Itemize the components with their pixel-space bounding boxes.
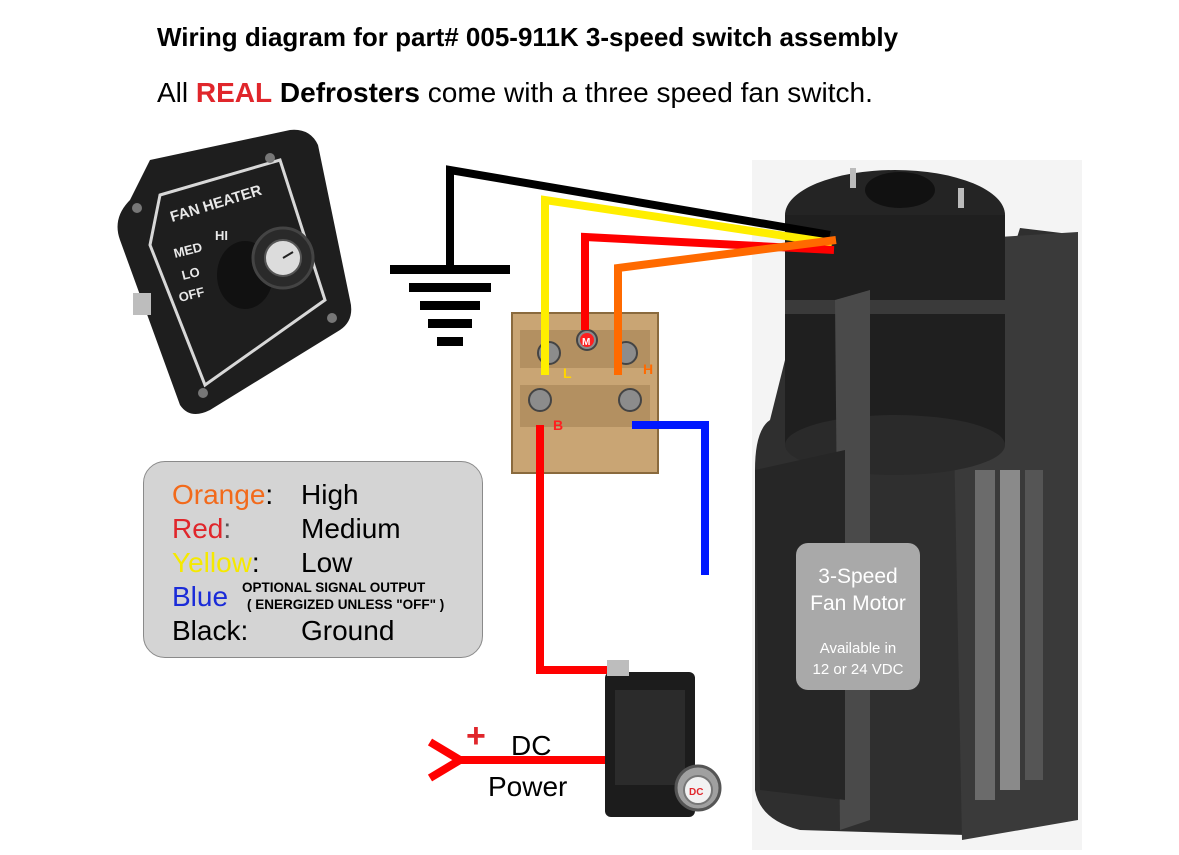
circuit-breaker: DC [605, 660, 722, 817]
terminal-screw-signal [618, 388, 642, 412]
breaker-label-area [615, 690, 685, 785]
wires [427, 165, 837, 782]
motor-label-line1: 3-Speed [818, 565, 898, 588]
motor-terminal [850, 168, 856, 188]
power-label: Power [488, 771, 568, 802]
breaker-button-label: DC [689, 787, 703, 798]
legend-red-name: Red: [172, 513, 231, 545]
yellow-low-wire [541, 195, 833, 375]
panel-screw-hole [132, 203, 142, 213]
blue-signal-wire [632, 421, 709, 575]
legend-red-name-text: Red [172, 513, 224, 544]
terminal-h-label: H [643, 361, 653, 377]
motor-label-line2: Fan Motor [810, 592, 906, 615]
diagram-subtitle: All REAL Defrosters come with a three sp… [157, 77, 873, 109]
panel-off-text: OFF [177, 284, 206, 305]
fan-switch-panel: FAN HEATER HI MED LO OFF [117, 129, 352, 414]
terminal-block: M L H B [511, 312, 659, 474]
motor-hub [865, 172, 935, 208]
ground-symbol [390, 265, 510, 346]
legend-yellow-name-text: Yellow [172, 547, 252, 578]
legend-black-meaning: Ground [301, 615, 395, 646]
legend-orange-sep: : [265, 479, 274, 510]
panel-screw-hole [265, 153, 275, 163]
legend-orange-name: Orange: [172, 479, 273, 511]
black-ground-wire [446, 165, 831, 265]
subtitle-highlight: REAL [195, 77, 273, 108]
blower-wheel-slot [975, 470, 995, 800]
motor-info-label: 3-Speed Fan Motor Available in 12 or 24 … [796, 543, 920, 690]
breaker-reset-button [683, 775, 713, 805]
ground-bar-5 [437, 337, 463, 346]
terminal-l-label: L [563, 365, 572, 381]
legend-blue-name: Blue [172, 581, 229, 612]
ground-bar-3 [420, 301, 480, 310]
panel-hi-text: HI [215, 228, 228, 243]
legend-yellow-meaning: Low [301, 547, 353, 578]
ground-bar-2 [409, 283, 491, 292]
motor-terminal [958, 188, 964, 208]
motor-label-line3: Available in [819, 640, 897, 657]
legend-red-meaning: Medium [301, 513, 401, 544]
dc-plus-sign: + [466, 717, 486, 755]
motor-label-line4: 12 or 24 VDC [812, 661, 904, 678]
wire-color-legend: Orange: High Red: Medium Yellow: Low Blu… [143, 461, 483, 658]
blower-wheel-slot [1000, 470, 1020, 790]
panel-screw-hole [327, 313, 337, 323]
legend-orange-name-text: Orange [172, 479, 266, 510]
legend-blue-note-1: OPTIONAL SIGNAL OUTPUT [242, 580, 426, 595]
panel-med-text: MED [172, 239, 204, 261]
subtitle-prefix: All [157, 77, 196, 108]
diagram-title: Wiring diagram for part# 005-911K 3-spee… [157, 22, 899, 52]
terminal-screw-b [528, 388, 552, 412]
ground-bar-1 [390, 265, 510, 274]
terminal-b-label: B [553, 417, 563, 433]
legend-yellow-name: Yellow: [172, 547, 260, 579]
legend-orange-meaning: High [301, 479, 359, 510]
subtitle-suffix: come with a three speed fan switch. [419, 77, 873, 108]
switch-knob-indicator [282, 251, 294, 259]
panel-lo-text: LO [180, 264, 201, 283]
orange-high-wire [614, 236, 837, 375]
ground-bar-4 [428, 319, 472, 328]
dc-label: DC [511, 730, 552, 761]
legend-black-name: Black: [172, 615, 249, 646]
terminal-m-label: M [582, 337, 590, 348]
motor-band [785, 300, 1005, 314]
legend-red-sep: : [223, 513, 232, 544]
subtitle-bold: Defrosters [279, 77, 420, 108]
breaker-terminal [607, 660, 629, 676]
red-medium-wire [581, 232, 835, 330]
legend-yellow-sep: : [251, 547, 260, 578]
switch-panel-border [148, 158, 327, 388]
legend-blue-note-2: ( ENERGIZED UNLESS "OFF" ) [247, 597, 445, 612]
terminal-m-marker [580, 333, 594, 347]
panel-screw-hole [198, 388, 208, 398]
fan-motor [752, 160, 1082, 850]
red-power-wire [536, 425, 615, 674]
blower-wheel-slot [1025, 470, 1043, 780]
switch-tab-terminal [133, 293, 151, 315]
